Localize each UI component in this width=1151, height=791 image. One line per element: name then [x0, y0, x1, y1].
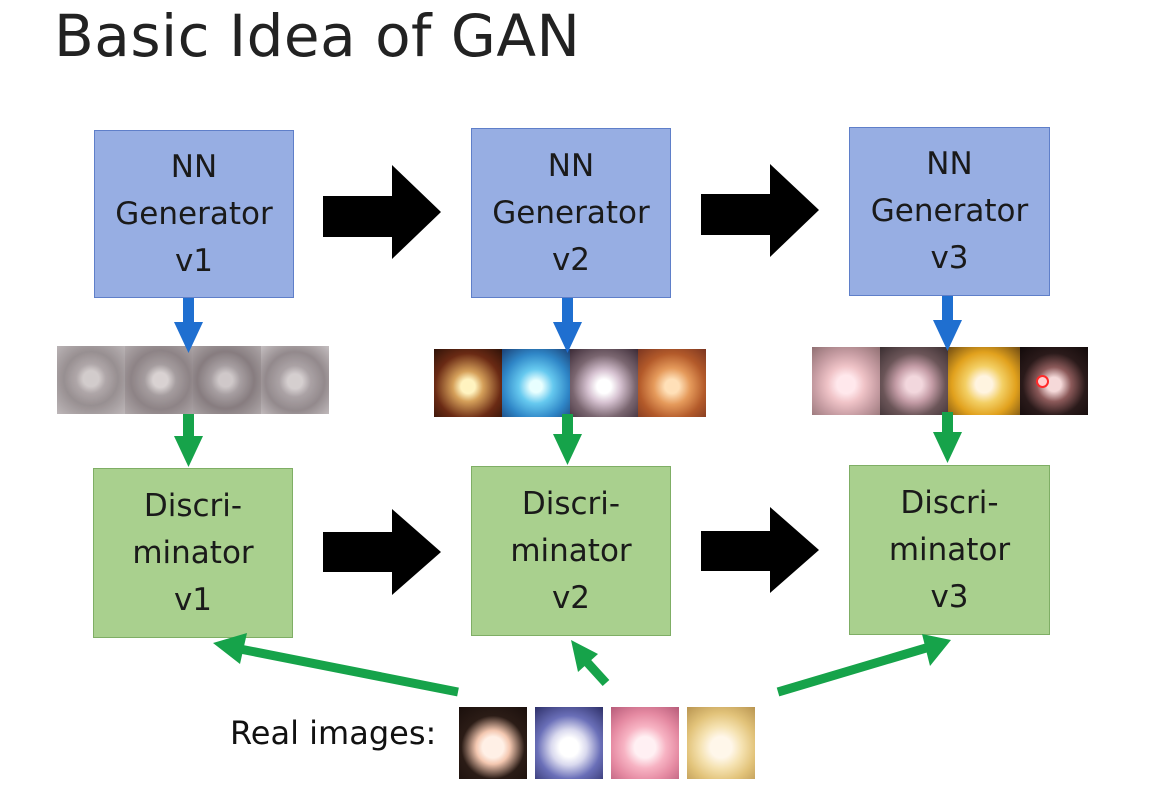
discriminator-v1-line2: minator — [132, 534, 254, 571]
discriminator-v2-line1: Discri- — [521, 485, 621, 522]
discriminator-v3-box: Discri- minator v3 — [849, 465, 1050, 635]
real-image — [687, 707, 755, 779]
discriminator-v3-line1: Discri- — [900, 484, 999, 521]
generated-image — [193, 346, 261, 414]
generated-image — [1020, 347, 1088, 415]
discriminator-v1-box: Discri- minator v1 — [93, 468, 293, 638]
discriminator-v2-box: Discri- minator v2 — [471, 466, 671, 636]
discriminator-v1-line3: v1 — [173, 581, 213, 618]
generated-image — [948, 347, 1020, 415]
green-arrow-real-to-disc-v3 — [776, 634, 951, 697]
generated-image — [261, 346, 329, 414]
generator-v1-line3: v1 — [174, 242, 214, 279]
green-arrow-real-to-disc-v1 — [213, 633, 459, 697]
black-arrow-disc-2-3 — [701, 507, 819, 593]
generated-image — [57, 346, 125, 414]
real-image — [611, 707, 679, 779]
generated-image — [125, 346, 193, 414]
generator-v3-line3: v3 — [930, 240, 969, 276]
black-arrow-gen-1-2 — [323, 165, 441, 259]
discriminator-v3-line3: v3 — [930, 578, 969, 615]
generator-v2-line1: NN — [547, 147, 595, 184]
generated-images-v2 — [434, 349, 706, 417]
generated-image — [812, 347, 880, 415]
discriminator-v2-line3: v2 — [551, 579, 591, 616]
real-images-label: Real images: — [230, 714, 437, 752]
generated-image — [638, 349, 706, 417]
real-image — [535, 707, 603, 779]
generated-image — [502, 349, 570, 417]
generator-v2-box: NN Generator v2 — [471, 128, 671, 298]
generated-images-v1 — [57, 346, 329, 414]
discriminator-v2-line2: minator — [510, 532, 632, 569]
green-arrow-img-v1 — [174, 414, 203, 467]
black-arrow-disc-1-2 — [323, 509, 441, 595]
green-arrow-img-v3 — [933, 412, 962, 463]
discriminator-v3-line2: minator — [888, 531, 1011, 568]
real-image — [459, 707, 527, 779]
real-images-strip — [459, 707, 775, 779]
generator-v3-line1: NN — [926, 146, 973, 182]
green-arrow-real-to-disc-v2 — [571, 640, 610, 687]
black-arrow-gen-2-3 — [701, 164, 819, 257]
generator-v2-line2: Generator — [492, 194, 650, 231]
blue-arrow-gen-v2 — [553, 298, 582, 353]
generated-images-v3 — [812, 347, 1088, 415]
blue-arrow-gen-v3 — [933, 296, 962, 351]
slide-title: Basic Idea of GAN — [54, 2, 581, 70]
generator-v1-box: NN Generator v1 — [94, 130, 294, 298]
generator-v2-line3: v2 — [551, 241, 591, 278]
red-circle-marker — [1036, 375, 1049, 388]
discriminator-v1-line1: Discri- — [143, 487, 243, 524]
generator-v3-box: NN Generator v3 — [849, 127, 1050, 296]
green-arrow-img-v2 — [553, 414, 582, 465]
generated-image — [570, 349, 638, 417]
generated-image — [880, 347, 948, 415]
generated-image — [434, 349, 502, 417]
generator-v1-line2: Generator — [115, 195, 273, 232]
generator-v3-line2: Generator — [870, 193, 1029, 229]
blue-arrow-gen-v1 — [174, 298, 203, 353]
generator-v1-line1: NN — [170, 148, 218, 185]
